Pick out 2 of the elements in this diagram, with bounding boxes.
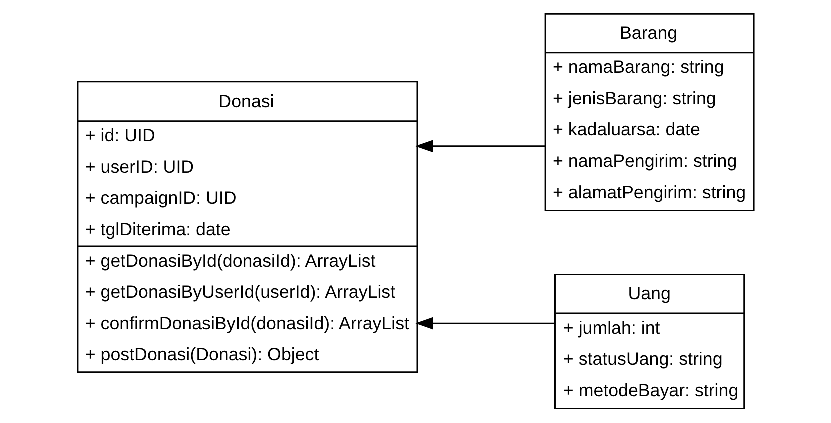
arrow [415, 317, 555, 330]
arrow [414, 140, 545, 153]
